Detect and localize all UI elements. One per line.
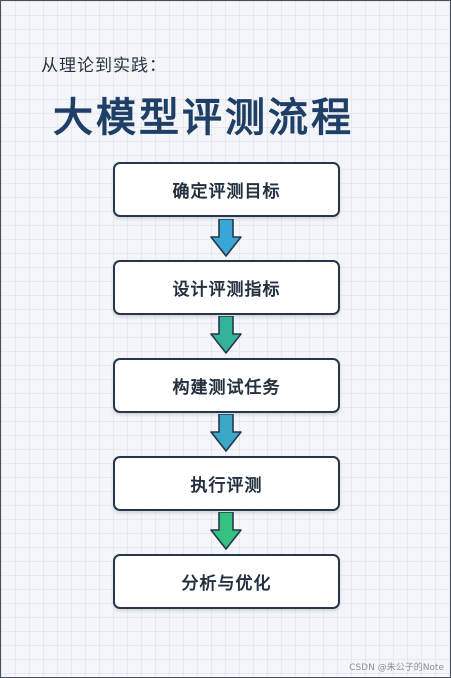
- step-3-label: 构建测试任务: [172, 378, 281, 398]
- subtitle: 从理论到实践：: [41, 56, 167, 76]
- arrow-down-icon: [210, 219, 242, 257]
- step-4-label: 执行评测: [190, 476, 263, 496]
- page-title: 大模型评测流程: [53, 95, 354, 141]
- step-4-box: 执行评测: [113, 456, 340, 511]
- arrow-down-icon: [210, 414, 242, 452]
- step-1-box: 确定评测目标: [113, 162, 340, 217]
- step-5-box: 分析与优化: [113, 554, 340, 609]
- step-2-label: 设计评测指标: [172, 280, 281, 300]
- arrow-down-icon: [210, 316, 242, 354]
- arrow-down-icon: [210, 512, 242, 550]
- watermark: CSDN @朱公子的Note: [349, 663, 444, 673]
- step-5-label: 分析与优化: [181, 574, 272, 594]
- step-3-box: 构建测试任务: [113, 358, 340, 413]
- step-1-label: 确定评测目标: [172, 182, 281, 202]
- step-2-box: 设计评测指标: [113, 260, 340, 315]
